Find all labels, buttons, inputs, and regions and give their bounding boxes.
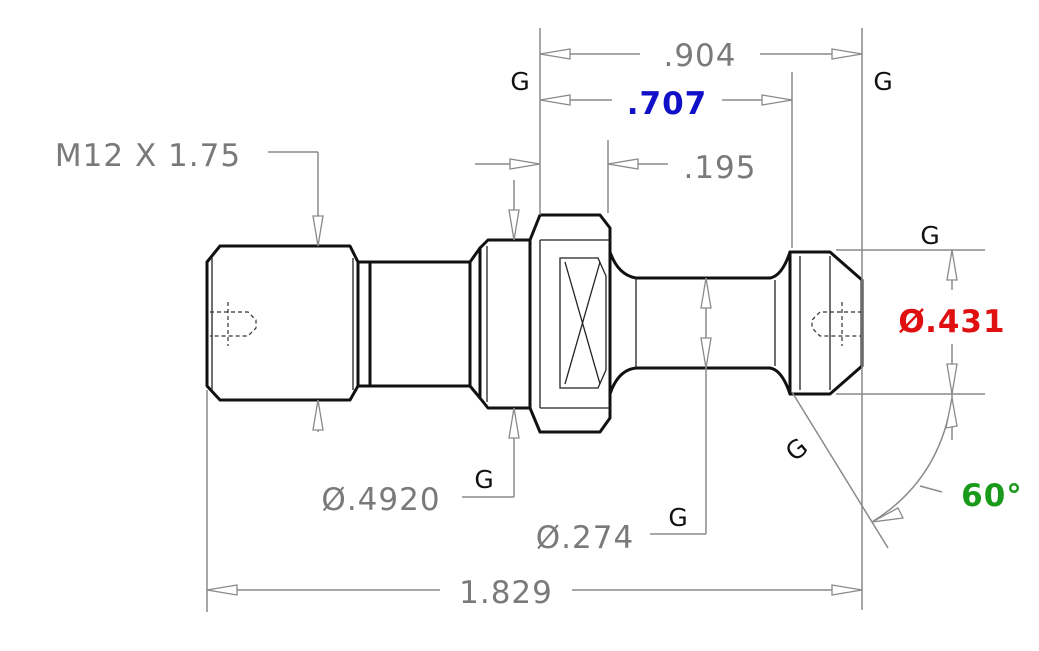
- neck-2: [634, 276, 772, 370]
- gauge-mark-4: G: [780, 432, 813, 467]
- neck-diameter-label: Ø.274: [536, 520, 634, 556]
- overall-length-label: .904: [663, 38, 736, 74]
- gauge-mark-6: G: [668, 503, 687, 532]
- thread-spec-label: M12 X 1.75: [55, 138, 241, 174]
- neck-1: [356, 246, 482, 400]
- flange: [528, 213, 612, 434]
- gauge-mark-2: G: [873, 67, 892, 96]
- gauge-mark-1: G: [510, 67, 529, 96]
- total-length-label: 1.829: [459, 575, 553, 611]
- dimension-lines: [206, 28, 985, 612]
- head-diameter-label: Ø.431: [898, 304, 1005, 340]
- head: [788, 250, 864, 396]
- collar-diameter-label: Ø.4920: [321, 482, 440, 518]
- thread-section: [205, 244, 360, 402]
- angle-label: 60°: [961, 478, 1023, 514]
- gauge-mark-5: G: [474, 465, 493, 494]
- gauge-mark-3: G: [920, 221, 939, 250]
- fillet-transition: [608, 250, 638, 396]
- part-outline: [205, 213, 864, 434]
- flange-width-label: .195: [683, 150, 756, 186]
- gauge-length-label: .707: [627, 86, 708, 122]
